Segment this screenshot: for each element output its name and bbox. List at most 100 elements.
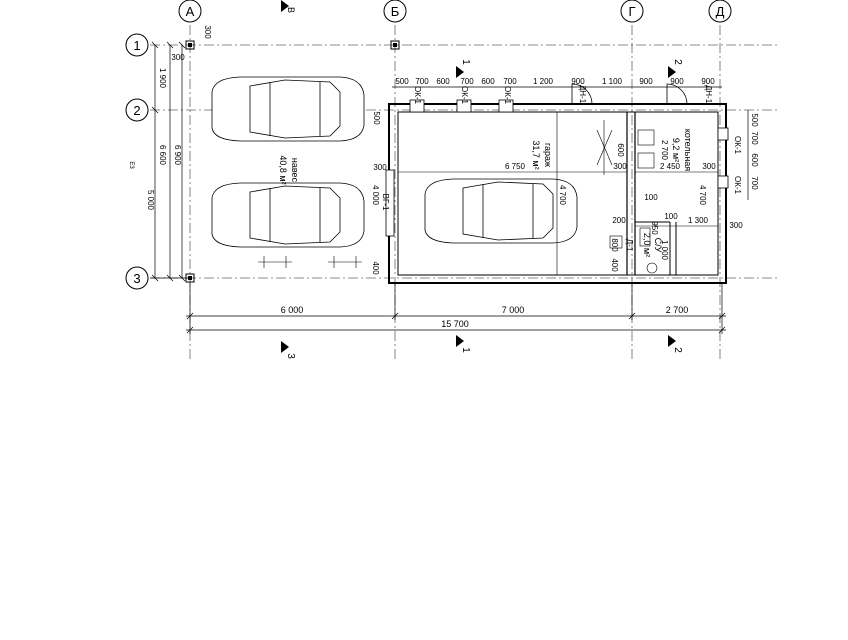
doors	[385, 83, 688, 237]
axis-bubble-b: Б	[383, 0, 407, 23]
room-kotelnaya-name: котельная	[683, 129, 693, 171]
dim-top-0: 500	[395, 77, 409, 86]
svg-text:1: 1	[133, 38, 140, 53]
section-marker-2-bottom: 2	[668, 335, 683, 353]
room-garazh-area: 31,7 м²	[531, 140, 541, 169]
inner-dimension-lines	[398, 171, 718, 227]
dim-right-3: 700	[750, 176, 759, 190]
room-garazh-name: гараж	[543, 143, 553, 167]
room-su-area: 2,0 м²	[642, 233, 652, 257]
dim-inner-950: 950	[650, 221, 659, 235]
svg-text:2: 2	[672, 59, 683, 65]
dim-left-300b: 300	[203, 25, 212, 39]
dim-right-0: 500	[750, 113, 759, 127]
garage-fixtures	[556, 112, 655, 275]
label-ok-1e: ОК-1	[733, 176, 742, 195]
dim-top-5: 700	[503, 77, 517, 86]
dim-top-1: 700	[415, 77, 429, 86]
svg-text:2: 2	[672, 347, 683, 353]
dim-top-2: 600	[436, 77, 450, 86]
section-marker-1-top: 1	[456, 59, 471, 78]
car-garage	[424, 178, 578, 244]
car-bottom-left	[211, 182, 365, 248]
section-marker-3-bottom: 3	[281, 341, 296, 359]
room-su-name: С/У	[653, 238, 663, 253]
axis-bubble-3: 3	[125, 266, 149, 290]
axis-bubble-a: А	[178, 0, 202, 23]
dim-inner-2450: 2 450	[660, 162, 681, 171]
dim-top-8: 1 100	[602, 77, 623, 86]
svg-text:2: 2	[133, 103, 140, 118]
dim-inner-6750: 6 750	[505, 162, 526, 171]
dim-left-6900: 6 900	[173, 145, 182, 166]
dim-vg-4000: 4 000	[371, 185, 380, 206]
dim-inner-1300: 1 300	[688, 216, 709, 225]
dim-inner-4700b: 4 700	[698, 185, 707, 206]
dim-bottom-15700: 15 700	[441, 319, 469, 329]
dim-left-5000: 5 000	[146, 190, 155, 211]
svg-text:3: 3	[285, 353, 296, 359]
dim-top-4: 600	[481, 77, 495, 86]
dim-right-1: 700	[750, 131, 759, 145]
dim-left-6600: 6 600	[158, 145, 167, 166]
axis-bubble-1: 1	[125, 33, 149, 57]
svg-text:А: А	[186, 4, 195, 19]
dim-inner-600: 600	[616, 143, 625, 157]
dim-inner-300c: 300	[613, 162, 627, 171]
dim-left-300a: 300	[171, 53, 185, 62]
small-mark: E3	[128, 161, 134, 169]
dim-inner-2700: 2 700	[660, 140, 669, 161]
section-marker-3-top	[281, 0, 289, 12]
room-naves-name: навес	[290, 158, 300, 183]
dim-inner-400a: 400	[610, 258, 619, 272]
bottom-dimension-lines	[186, 283, 726, 334]
dim-bottom-2700: 2 700	[666, 305, 689, 315]
bathroom-fixtures	[609, 227, 658, 274]
label-dn-1a: ДН-1	[578, 85, 587, 104]
dim-inner-500: 500	[372, 111, 381, 125]
dim-top-3: 700	[460, 77, 474, 86]
svg-text:Г: Г	[628, 4, 635, 19]
svg-text:Б: Б	[391, 4, 400, 19]
dim-top-10: 900	[670, 77, 684, 86]
svg-text:1: 1	[460, 59, 471, 65]
label-dn-1b: ДН-1	[704, 85, 713, 104]
label-ok-1c: ОК-1	[503, 86, 512, 105]
dim-top-11: 900	[701, 77, 715, 86]
dim-inner-100a: 100	[644, 193, 658, 202]
dim-left-1900: 1 900	[158, 68, 167, 89]
bicycles	[258, 256, 362, 268]
label-vg-1: ВГ-1	[381, 194, 390, 211]
dim-right-4: 300	[729, 221, 743, 230]
axis-bubble-d: Д	[708, 0, 732, 23]
dim-inner-400b: 400	[371, 261, 380, 275]
dim-inner-4700a: 4 700	[558, 185, 567, 206]
dim-inner-300a: 300	[373, 163, 387, 172]
label-ok-1d: ОК-1	[733, 136, 742, 155]
axis-bubble-2: 2	[125, 98, 149, 122]
dim-inner-200: 200	[612, 216, 626, 225]
dim-top-7: 900	[571, 77, 585, 86]
dim-top-9: 900	[639, 77, 653, 86]
dim-inner-1000: 1 000	[660, 240, 669, 261]
section-marker-2-top: 2	[668, 59, 683, 78]
car-top-left	[211, 76, 365, 142]
room-naves-area: 40,8 м²	[278, 155, 288, 184]
label-ok-1a: ОК-1	[413, 86, 422, 105]
dim-right-2: 600	[750, 153, 759, 167]
axis-bubble-g: Г	[620, 0, 644, 23]
columns	[185, 40, 400, 283]
axis-partial-label: В	[286, 7, 296, 13]
svg-text:Д: Д	[716, 4, 725, 19]
left-dimension-lines	[150, 41, 190, 282]
label-ok-1b: ОК-1	[460, 86, 469, 105]
label-d-1: Д-1	[625, 239, 634, 252]
dim-bottom-7000: 7 000	[502, 305, 525, 315]
room-kotelnaya-area: 9,2 м²	[671, 138, 681, 162]
dim-inner-800: 800	[610, 238, 619, 252]
dim-bottom-6000: 6 000	[281, 305, 304, 315]
svg-text:1: 1	[460, 347, 471, 353]
dim-top-6: 1 200	[533, 77, 554, 86]
section-marker-1-bottom: 1	[456, 335, 471, 353]
svg-text:3: 3	[133, 271, 140, 286]
